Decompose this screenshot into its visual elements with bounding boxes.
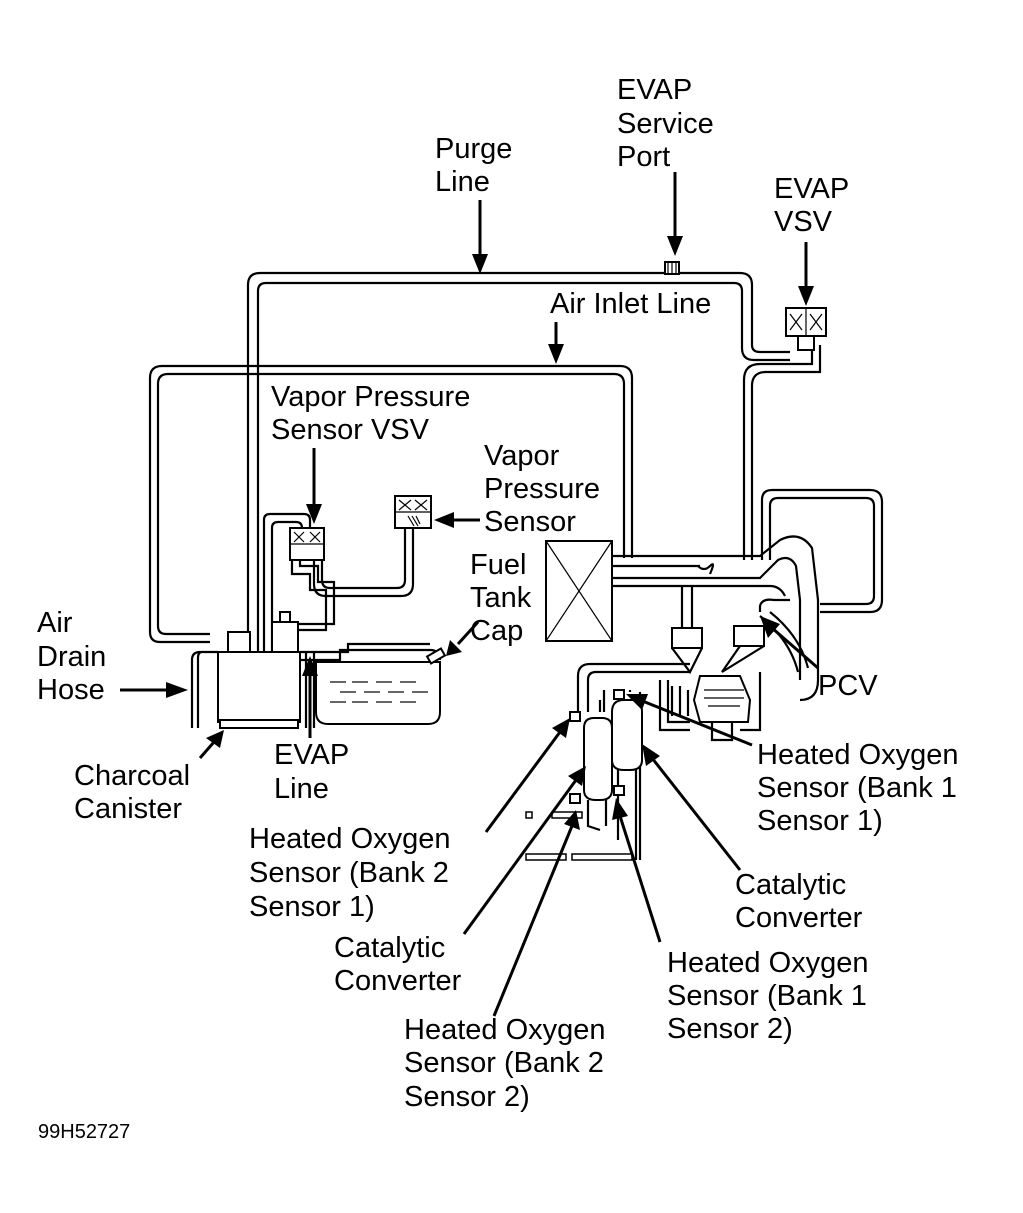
svg-text:Heated Oxygen: Heated Oxygen bbox=[404, 1014, 606, 1046]
svg-text:Sensor (Bank 1: Sensor (Bank 1 bbox=[667, 980, 867, 1012]
svg-text:Service: Service bbox=[617, 108, 714, 140]
air-inlet-line-pipe bbox=[148, 364, 634, 644]
label-air-inlet-line: Air Inlet Line bbox=[550, 288, 711, 320]
label-fuel-tank-cap: Fuel Tank Cap bbox=[470, 549, 532, 647]
label-charcoal-canister: Charcoal Canister bbox=[74, 760, 190, 825]
svg-text:Fuel: Fuel bbox=[470, 549, 526, 581]
svg-text:Sensor 1): Sensor 1) bbox=[249, 891, 375, 923]
svg-text:VSV: VSV bbox=[774, 206, 833, 238]
svg-text:Line: Line bbox=[274, 773, 329, 805]
label-air-drain-hose: Air Drain Hose bbox=[37, 607, 106, 706]
figure-id: 99H52727 bbox=[38, 1121, 130, 1143]
svg-text:Cap: Cap bbox=[470, 615, 523, 647]
svg-text:Converter: Converter bbox=[334, 965, 462, 997]
svg-text:PCV: PCV bbox=[818, 670, 878, 702]
evap-vsv bbox=[785, 307, 827, 351]
evap-service-port bbox=[664, 261, 680, 275]
label-purge-line: Purge Line bbox=[435, 133, 512, 198]
svg-text:Vapor: Vapor bbox=[484, 440, 560, 472]
svg-text:EVAP: EVAP bbox=[617, 74, 692, 106]
svg-text:Heated Oxygen: Heated Oxygen bbox=[249, 823, 451, 855]
label-vapor-pressure-sensor: Vapor Pressure Sensor bbox=[484, 440, 600, 538]
svg-text:Sensor VSV: Sensor VSV bbox=[271, 414, 430, 446]
svg-text:Canister: Canister bbox=[74, 793, 182, 825]
oxygen-sensors bbox=[569, 689, 625, 804]
leader-arrows bbox=[120, 172, 819, 1017]
svg-text:Sensor 2): Sensor 2) bbox=[404, 1081, 530, 1113]
label-vapor-pressure-sensor-vsv: Vapor Pressure Sensor VSV bbox=[271, 381, 470, 446]
svg-text:Converter: Converter bbox=[735, 902, 863, 934]
ground-marks bbox=[525, 811, 633, 861]
vapor-pressure-sensor bbox=[312, 495, 432, 598]
svg-text:Catalytic: Catalytic bbox=[735, 869, 846, 901]
svg-text:Sensor 2): Sensor 2) bbox=[667, 1013, 793, 1045]
vapor-pressure-sensor-vsv bbox=[262, 512, 336, 652]
svg-text:Charcoal: Charcoal bbox=[74, 760, 190, 792]
label-pcv: PCV bbox=[818, 670, 878, 702]
svg-text:Air Inlet Line: Air Inlet Line bbox=[550, 288, 711, 320]
label-evap-service-port: EVAP Service Port bbox=[617, 74, 714, 173]
svg-text:Purge: Purge bbox=[435, 133, 512, 165]
svg-text:Vapor Pressure: Vapor Pressure bbox=[271, 381, 470, 413]
svg-text:Catalytic: Catalytic bbox=[334, 932, 445, 964]
svg-text:EVAP: EVAP bbox=[274, 739, 349, 771]
svg-text:Sensor (Bank 1: Sensor (Bank 1 bbox=[757, 772, 957, 804]
label-catalytic-converter-left: Catalytic Converter bbox=[334, 932, 462, 997]
svg-text:Port: Port bbox=[617, 141, 670, 173]
svg-text:Air: Air bbox=[37, 607, 73, 639]
svg-text:Sensor (Bank 2: Sensor (Bank 2 bbox=[404, 1047, 604, 1079]
svg-text:Hose: Hose bbox=[37, 674, 105, 706]
label-catalytic-converter-right: Catalytic Converter bbox=[735, 869, 863, 934]
intake-manifold bbox=[576, 488, 884, 860]
svg-text:Line: Line bbox=[435, 166, 490, 198]
label-ho2s-bank1-sensor2: Heated Oxygen Sensor (Bank 1 Sensor 2) bbox=[667, 947, 869, 1045]
label-ho2s-bank1-sensor1: Heated Oxygen Sensor (Bank 1 Sensor 1) bbox=[757, 739, 959, 837]
svg-text:Drain: Drain bbox=[37, 641, 106, 673]
catalytic-converter-left bbox=[583, 717, 613, 832]
svg-text:Heated Oxygen: Heated Oxygen bbox=[667, 947, 869, 979]
svg-text:Tank: Tank bbox=[470, 582, 532, 614]
svg-text:Sensor (Bank 2: Sensor (Bank 2 bbox=[249, 857, 449, 889]
svg-text:Sensor: Sensor bbox=[484, 506, 576, 538]
svg-text:EVAP: EVAP bbox=[774, 173, 849, 205]
svg-text:Sensor 1): Sensor 1) bbox=[757, 805, 883, 837]
evap-vsv-to-engine-pipe bbox=[742, 345, 822, 560]
svg-text:Pressure: Pressure bbox=[484, 473, 600, 505]
purge-line-pipe bbox=[246, 271, 790, 652]
fuel-tank-cap bbox=[545, 540, 613, 642]
charcoal-canister bbox=[190, 611, 301, 729]
fuel-tank bbox=[315, 647, 447, 725]
svg-text:Heated Oxygen: Heated Oxygen bbox=[757, 739, 959, 771]
label-ho2s-bank2-sensor1: Heated Oxygen Sensor (Bank 2 Sensor 1) bbox=[249, 823, 451, 923]
label-ho2s-bank2-sensor2: Heated Oxygen Sensor (Bank 2 Sensor 2) bbox=[404, 1014, 606, 1113]
label-evap-line: EVAP Line bbox=[274, 739, 349, 805]
label-evap-vsv: EVAP VSV bbox=[774, 173, 849, 238]
